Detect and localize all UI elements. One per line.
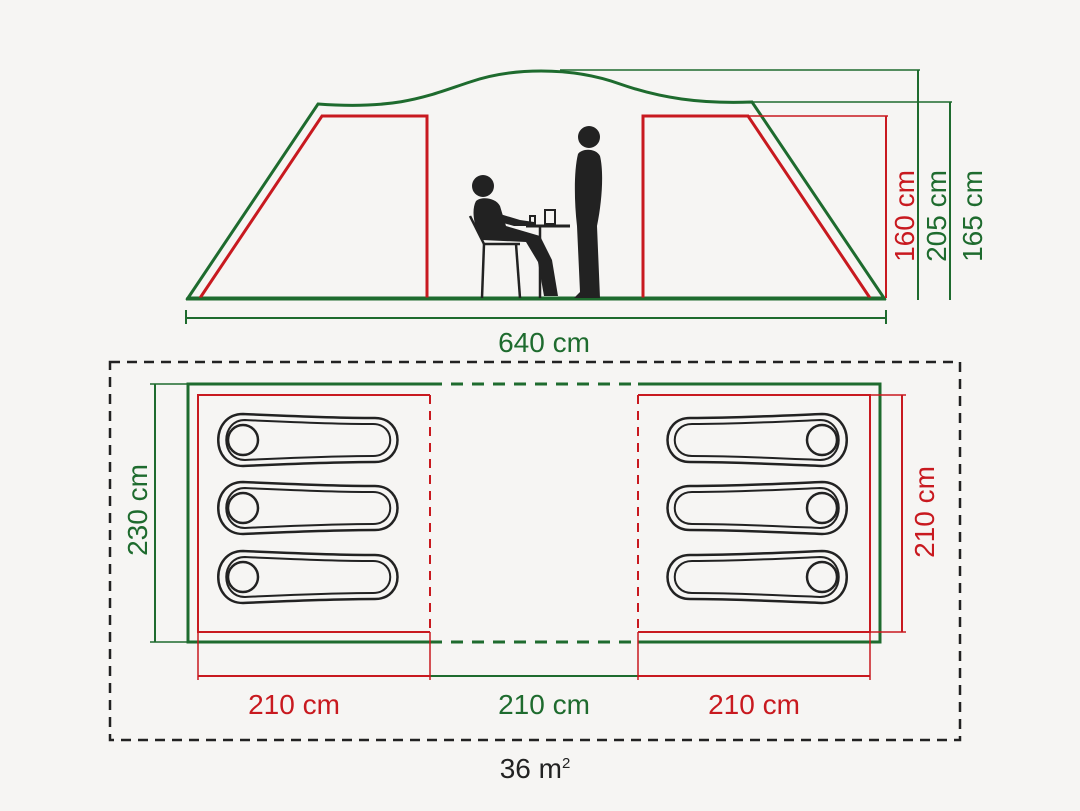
right-sleeping-bags [666, 412, 848, 605]
pillow-icon [805, 491, 839, 525]
area-unit-superscript: 2 [562, 755, 570, 772]
seated-person-icon [468, 175, 558, 299]
floor-plan: 230 cm 210 cm 210 cm 210 cm 210 cm 36 m2 [108, 360, 962, 784]
bedroom-depth-label: 210 cm [909, 466, 940, 558]
pillow-icon [226, 423, 260, 457]
footprint-outline [108, 360, 962, 742]
pillow-icon [805, 560, 839, 594]
left-bedroom-label: 210 cm [248, 689, 340, 720]
pillow-icon [226, 491, 260, 525]
sleeping-bag-icon [666, 480, 848, 536]
tent-outer-plan [186, 382, 882, 644]
area-label: 36 m2 [500, 753, 571, 784]
left-bedroom-profile [198, 114, 429, 299]
sleeping-bag-icon [217, 549, 399, 605]
right-bedroom-plan [638, 394, 871, 633]
length-label: 640 cm [498, 327, 590, 358]
right-bedroom-label: 210 cm [708, 689, 800, 720]
side-height-label: 165 cm [957, 170, 988, 262]
pillow-icon [805, 423, 839, 457]
left-sleeping-bags [217, 412, 399, 605]
living-area-label: 210 cm [498, 689, 590, 720]
sleeping-bag-icon [666, 549, 848, 605]
tent-outer-profile [185, 69, 887, 300]
inner-height-label: 160 cm [889, 170, 920, 262]
sleeping-bag-icon [217, 480, 399, 536]
pillow-icon [226, 560, 260, 594]
side-elevation: 640 cm 160 cm 205 cm 165 cm [185, 69, 988, 358]
table-icon [526, 209, 570, 298]
standing-person-icon [574, 126, 603, 298]
left-bedroom-plan [197, 394, 430, 633]
sleeping-bag-icon [666, 412, 848, 468]
right-bedroom-profile [641, 114, 872, 299]
peak-height-label: 205 cm [921, 170, 952, 262]
sleeping-bag-icon [217, 412, 399, 468]
width-label: 230 cm [122, 464, 153, 556]
